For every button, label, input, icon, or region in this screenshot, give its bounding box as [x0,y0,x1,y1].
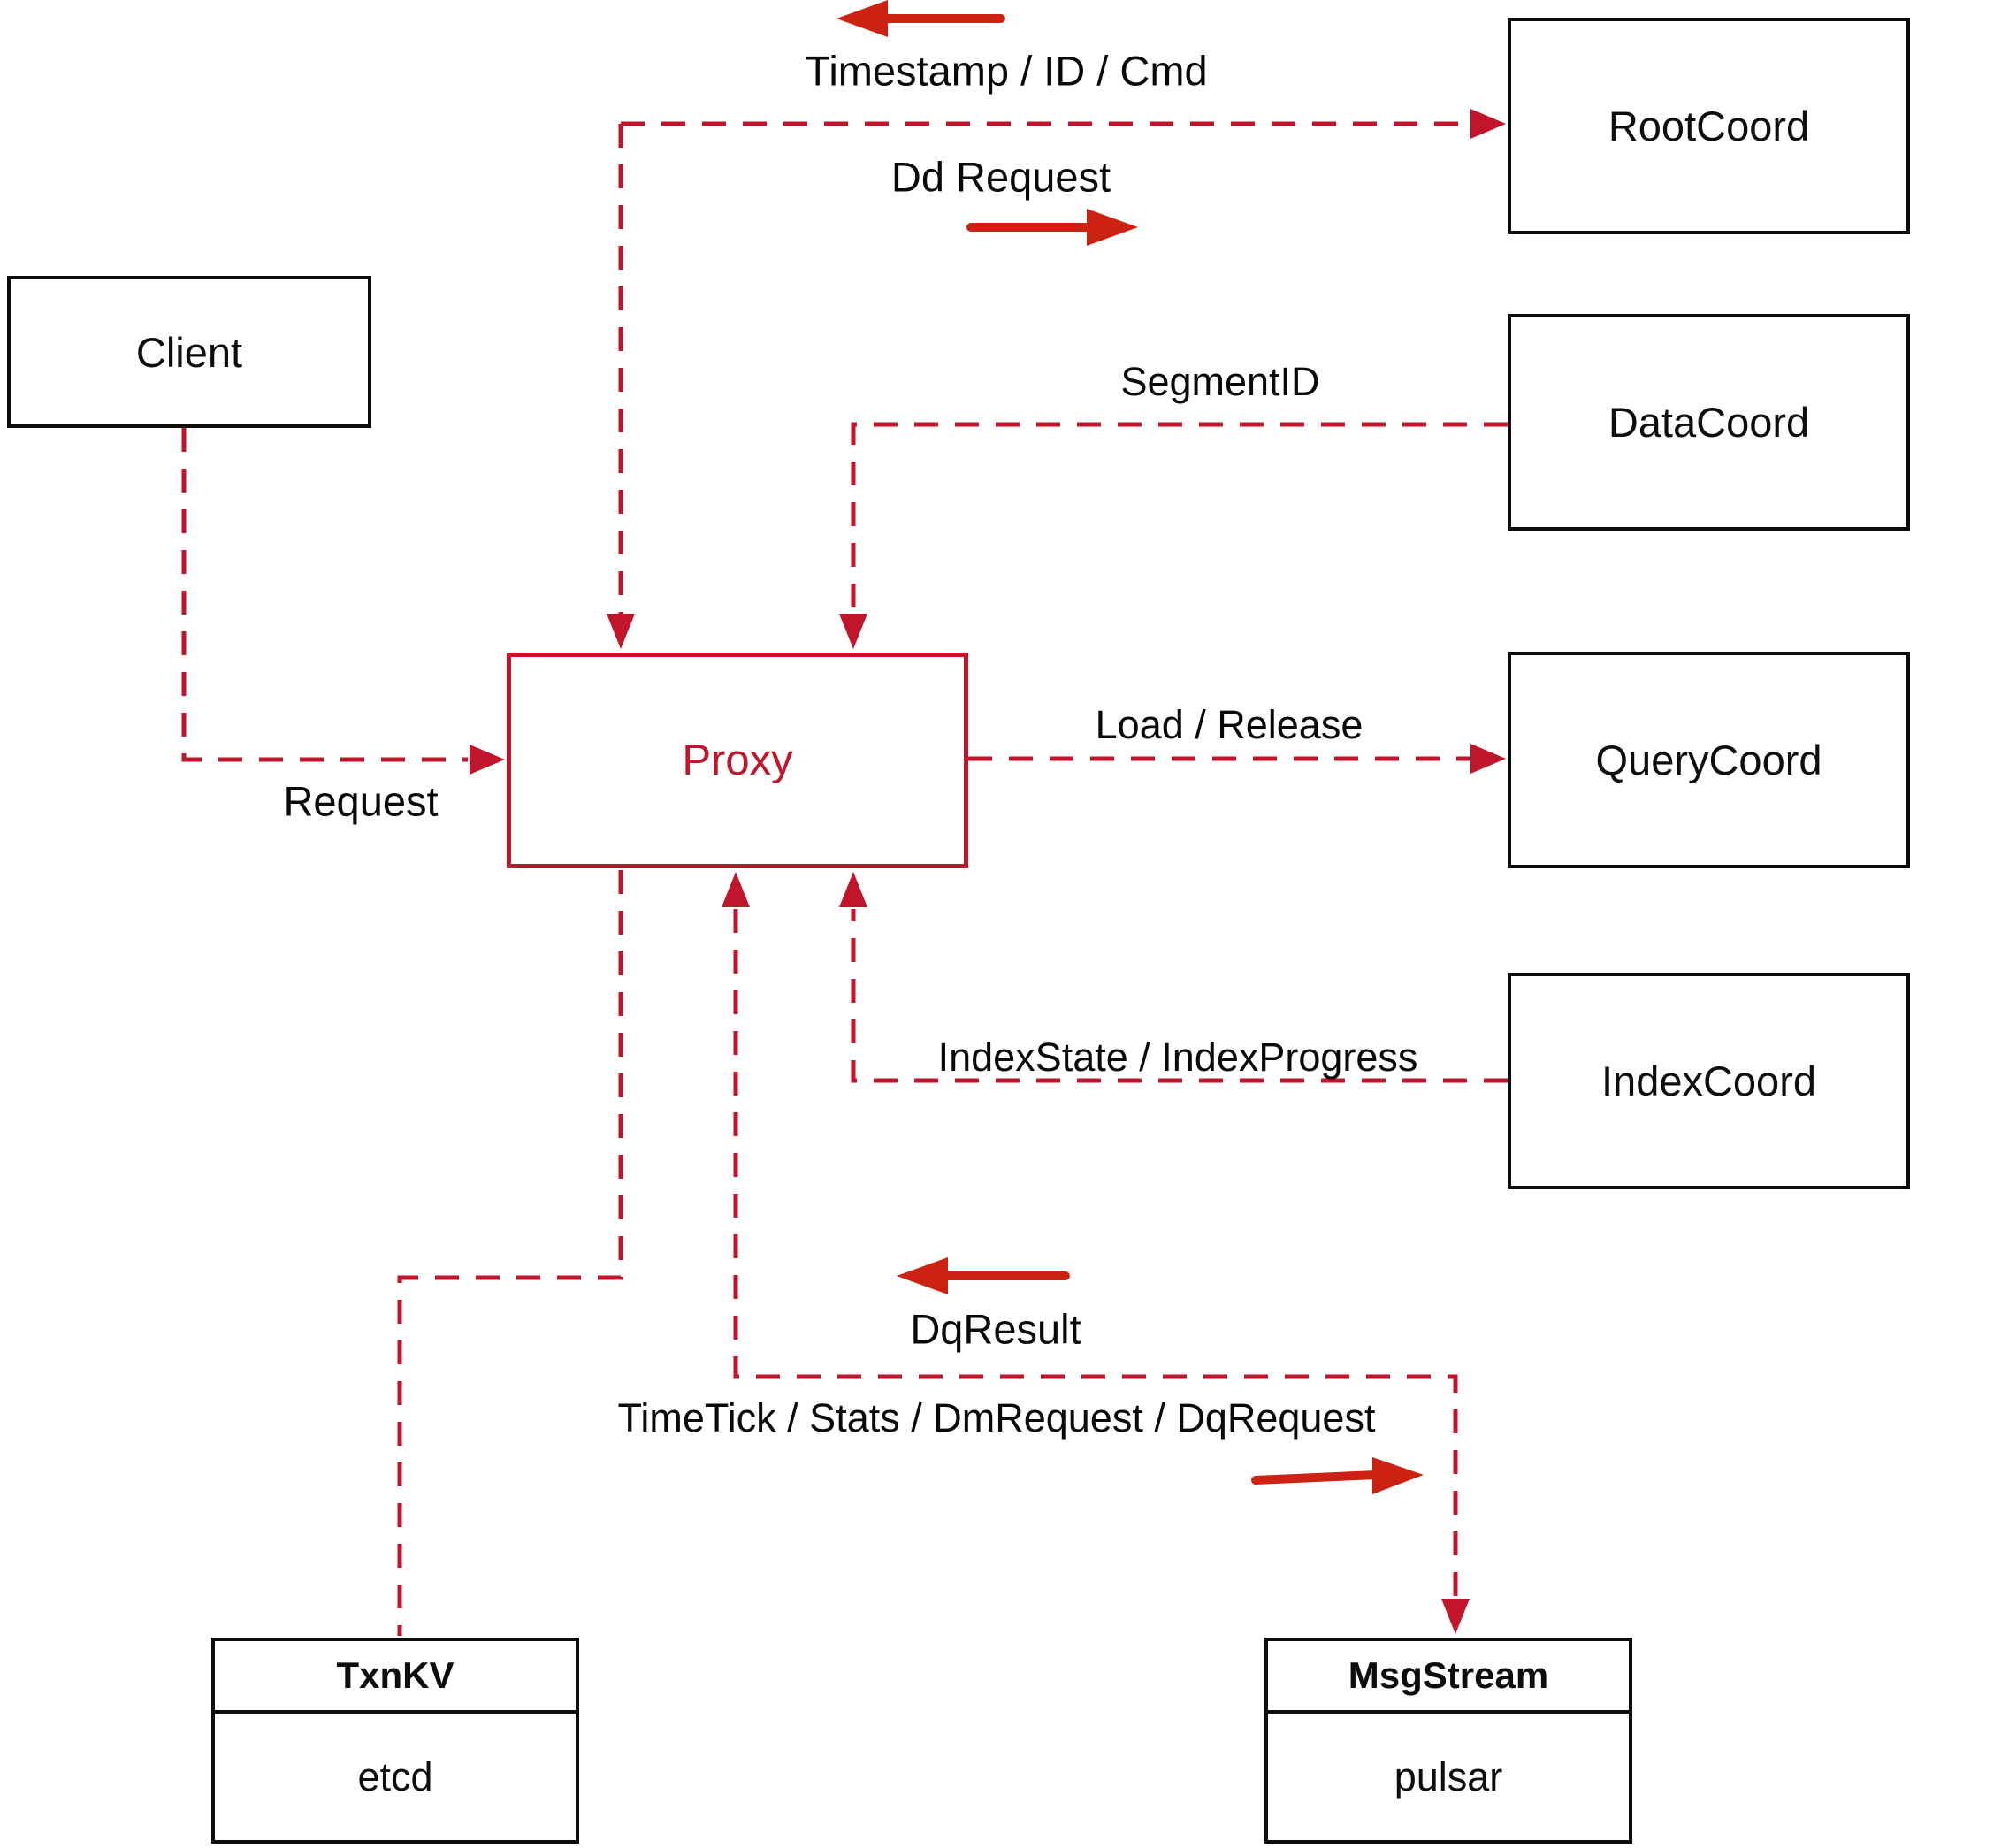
node-client: Client [7,276,371,428]
node-indexcoord-label: IndexCoord [1601,1058,1816,1104]
node-client-label: Client [135,328,243,376]
node-querycoord-label: QueryCoord [1595,737,1822,783]
direction-arrow-right-timetick-head [1372,1457,1424,1494]
node-indexcoord: IndexCoord [1508,973,1910,1189]
edge-proxy-txnkv [397,870,623,1636]
node-msgstream-title: MsgStream [1268,1641,1629,1714]
direction-arrow-left-timestamp-head [836,0,888,37]
node-querycoord: QueryCoord [1508,652,1910,868]
edge-label-index-state: IndexState / IndexProgress [937,1035,1418,1080]
edge-datacoord-proxy [851,422,1508,614]
direction-arrow-left-dqresult-head [897,1257,948,1294]
arrowhead-into-querycoord [1470,744,1506,774]
node-txnkv-title: TxnKV [215,1641,576,1714]
arrowhead-into-rootcoord [1470,109,1506,139]
edge-label-dq-result: DqResult [910,1305,1081,1353]
node-msgstream: MsgStream pulsar [1264,1638,1632,1844]
arrowhead-into-proxy-top-right [839,614,867,649]
node-proxy-label: Proxy [682,737,793,784]
edge-label-segment-id: SegmentID [1120,359,1320,404]
direction-arrow-right-timetick-shaft [1251,1470,1380,1485]
edge-label-timestamp-id-cmd: Timestamp / ID / Cmd [805,47,1208,95]
arrowhead-into-proxy-bottom-right [839,872,867,907]
edge-label-timetick: TimeTick / Stats / DmRequest / DqRequest [617,1395,1376,1440]
node-datacoord-label: DataCoord [1608,399,1810,446]
arrowhead-into-msgstream [1441,1599,1470,1634]
edge-proxy-msgstream [733,909,1458,1599]
node-msgstream-subtitle: pulsar [1394,1753,1503,1799]
node-rootcoord: RootCoord [1508,18,1910,234]
edge-client-proxy [181,428,468,762]
node-datacoord: DataCoord [1508,314,1910,531]
arrowhead-into-proxy-top-left [607,614,635,649]
edge-label-request: Request [283,777,439,825]
edge-label-dd-request: Dd Request [890,153,1111,201]
node-txnkv: TxnKV etcd [211,1638,579,1844]
node-rootcoord-label: RootCoord [1608,103,1810,149]
edge-indexcoord-proxy [851,909,1508,1083]
node-proxy: Proxy [507,653,968,868]
node-txnkv-subtitle: etcd [357,1753,433,1799]
arrowhead-into-proxy-bottom-left [722,872,750,907]
direction-arrow-right-ddrequest-head [1087,209,1138,246]
arrowhead-into-proxy-left [470,745,505,775]
edge-label-load-release: Load / Release [1095,702,1364,747]
